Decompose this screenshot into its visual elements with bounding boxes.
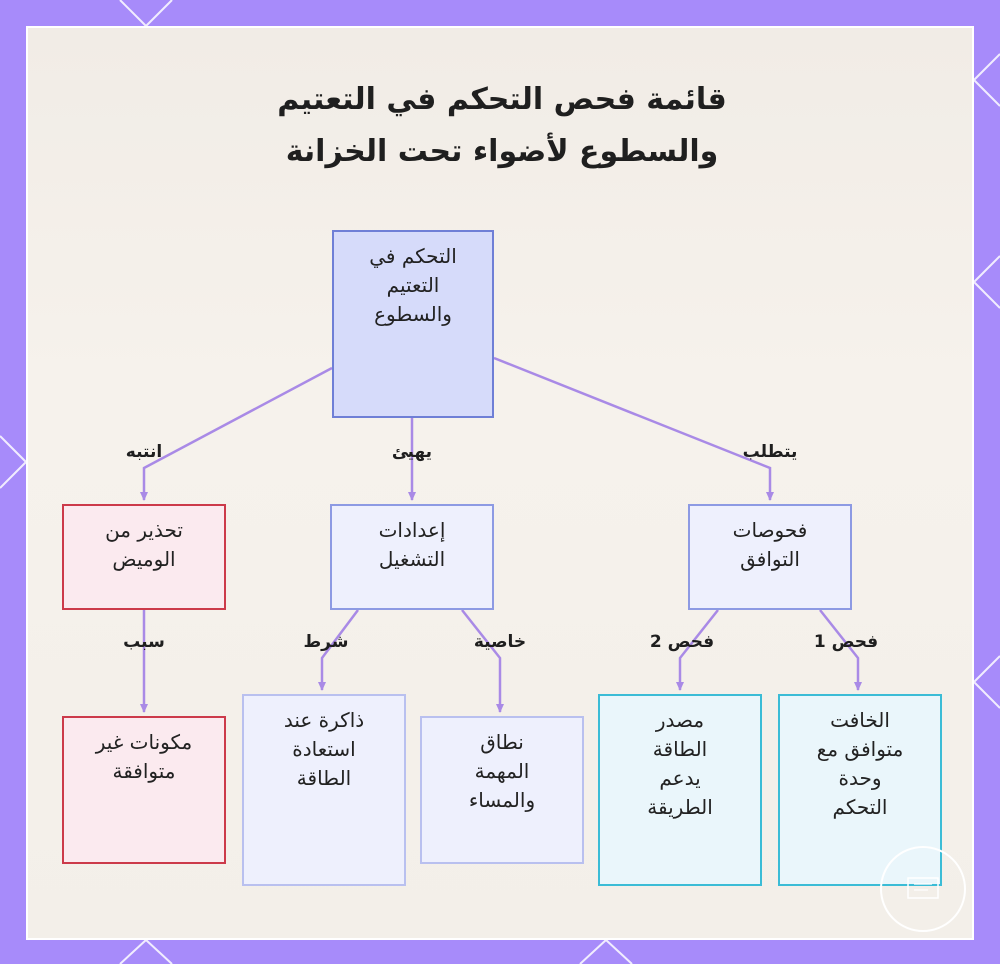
node-range[interactable]: نطاق المهمة والمساء — [420, 716, 584, 864]
edge-label-cause: سبب — [123, 632, 165, 652]
edge-lines — [140, 356, 862, 713]
edge-label-condition: شرط — [303, 632, 349, 652]
node-power-label: مصدر الطاقة يدعم الطريقة — [647, 708, 713, 819]
edge-label-property: خاصية — [473, 632, 527, 652]
edge-label-check2: فحص 2 — [649, 632, 715, 652]
edge-label-prepares: يهيئ — [391, 442, 433, 462]
edge-label-requires: يتطلب — [742, 442, 798, 462]
edge-root-compat — [493, 356, 774, 501]
node-range-label: نطاق المهمة والمساء — [468, 730, 536, 812]
diagram-panel: قائمة فحص التحكم في التعتيم والسطوع لأضو… — [26, 26, 974, 940]
edge-compat-power — [676, 609, 719, 691]
edge-compat-dimmer — [819, 609, 862, 691]
node-dimmer-label: الخافت متوافق مع وحدة التحكم — [816, 708, 904, 819]
node-settings-label: إعدادات التشغيل — [378, 518, 446, 571]
title-line-2: والسطوع لأضواء تحت الخزانة — [285, 134, 719, 169]
node-incompatible-label: مكونات غير متوافقة — [95, 730, 193, 783]
node-root-label: التحكم في التعتيم والسطوع — [369, 244, 457, 326]
edge-settings-range — [461, 609, 504, 713]
title-line-1: قائمة فحص التحكم في التعتيم — [277, 82, 727, 117]
edge-label-attention: انتبه — [125, 442, 163, 462]
node-compat[interactable]: فحوصات التوافق — [688, 504, 852, 610]
node-memory-label: ذاكرة عند استعادة الطاقة — [283, 708, 365, 790]
node-warning-label: تحذير من الوميض — [105, 518, 183, 571]
edge-label-check1: فحص 1 — [813, 632, 879, 652]
node-settings[interactable]: إعدادات التشغيل — [330, 504, 494, 610]
node-root[interactable]: التحكم في التعتيم والسطوع — [332, 230, 494, 418]
node-warning[interactable]: تحذير من الوميض — [62, 504, 226, 610]
badge-icon — [880, 846, 966, 932]
edge-settings-memory — [318, 609, 359, 691]
edge-root-warning — [140, 366, 333, 501]
node-compat-label: فحوصات التوافق — [732, 518, 808, 571]
node-memory[interactable]: ذاكرة عند استعادة الطاقة — [242, 694, 406, 886]
node-power[interactable]: مصدر الطاقة يدعم الطريقة — [598, 694, 762, 886]
node-incompatible[interactable]: مكونات غير متوافقة — [62, 716, 226, 864]
